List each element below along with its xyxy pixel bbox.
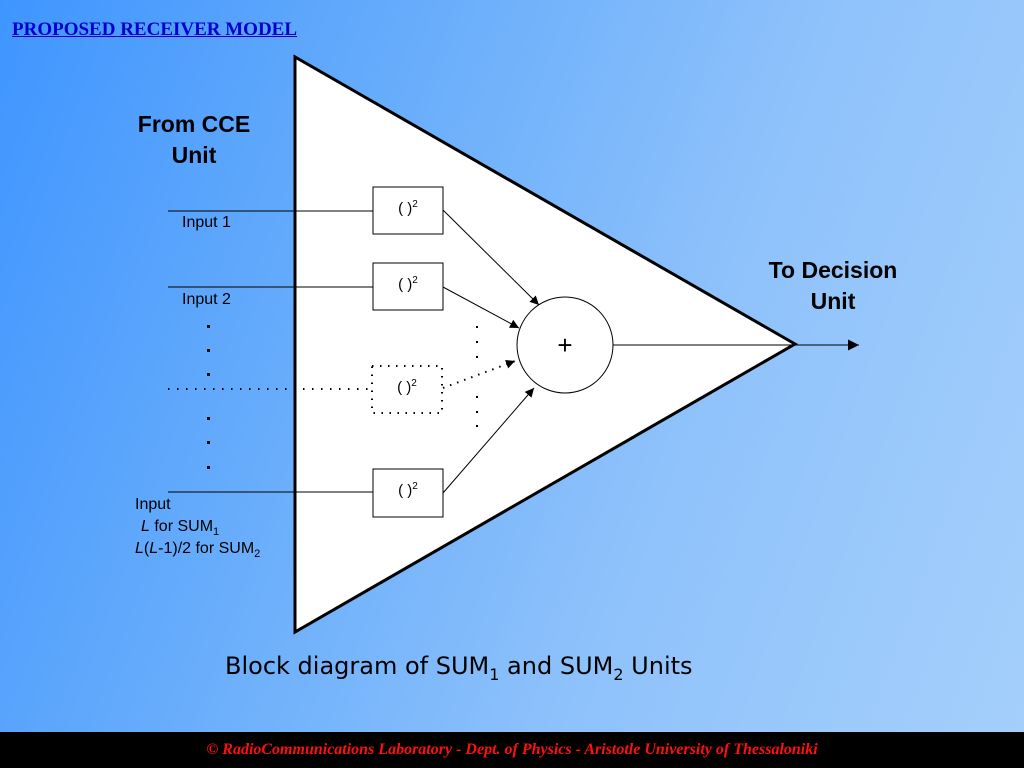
from-cce-label: From CCE Unit [137,111,251,168]
block-diagram [168,54,859,635]
footer-bar: © RadioCommunications Laboratory - Dept.… [0,732,1024,768]
squarer-box-1 [372,186,444,235]
input-2-label: Input 2 [182,291,231,308]
vertical-ellipsis-inner [476,326,478,427]
to-decision-label: To Decision Unit [768,257,898,314]
footer-credit: © RadioCommunications Laboratory - Dept.… [206,741,818,758]
arrow-1-to-adder [442,209,540,306]
squarer-label-1: ( )2 [398,199,418,218]
squarer-box-2 [372,262,444,311]
squarer-box-dotted [371,365,443,414]
arrow-2-to-adder [442,286,520,329]
diagram-caption: Block diagram of SUM1 and SUM2 Units [225,652,693,684]
input-last-label: Input L for SUM1 L(L-1)/2 for SUM2 [135,496,261,561]
slide-title: PROPOSED RECEIVER MODEL [12,19,298,40]
squarer-box-last [372,468,444,518]
slide-background: PROPOSED RECEIVER MODEL [0,0,1024,732]
squarer-label-last: ( )2 [398,481,418,500]
adder-symbol: + [557,330,573,360]
squarer-label-dotted: ( )2 [397,378,417,397]
arrow-dotted-to-adder [442,359,516,389]
input-1-label: Input 1 [182,214,231,231]
arrow-last-to-adder [442,387,535,494]
vertical-ellipsis-left [207,325,210,469]
squarer-label-2: ( )2 [398,275,418,294]
